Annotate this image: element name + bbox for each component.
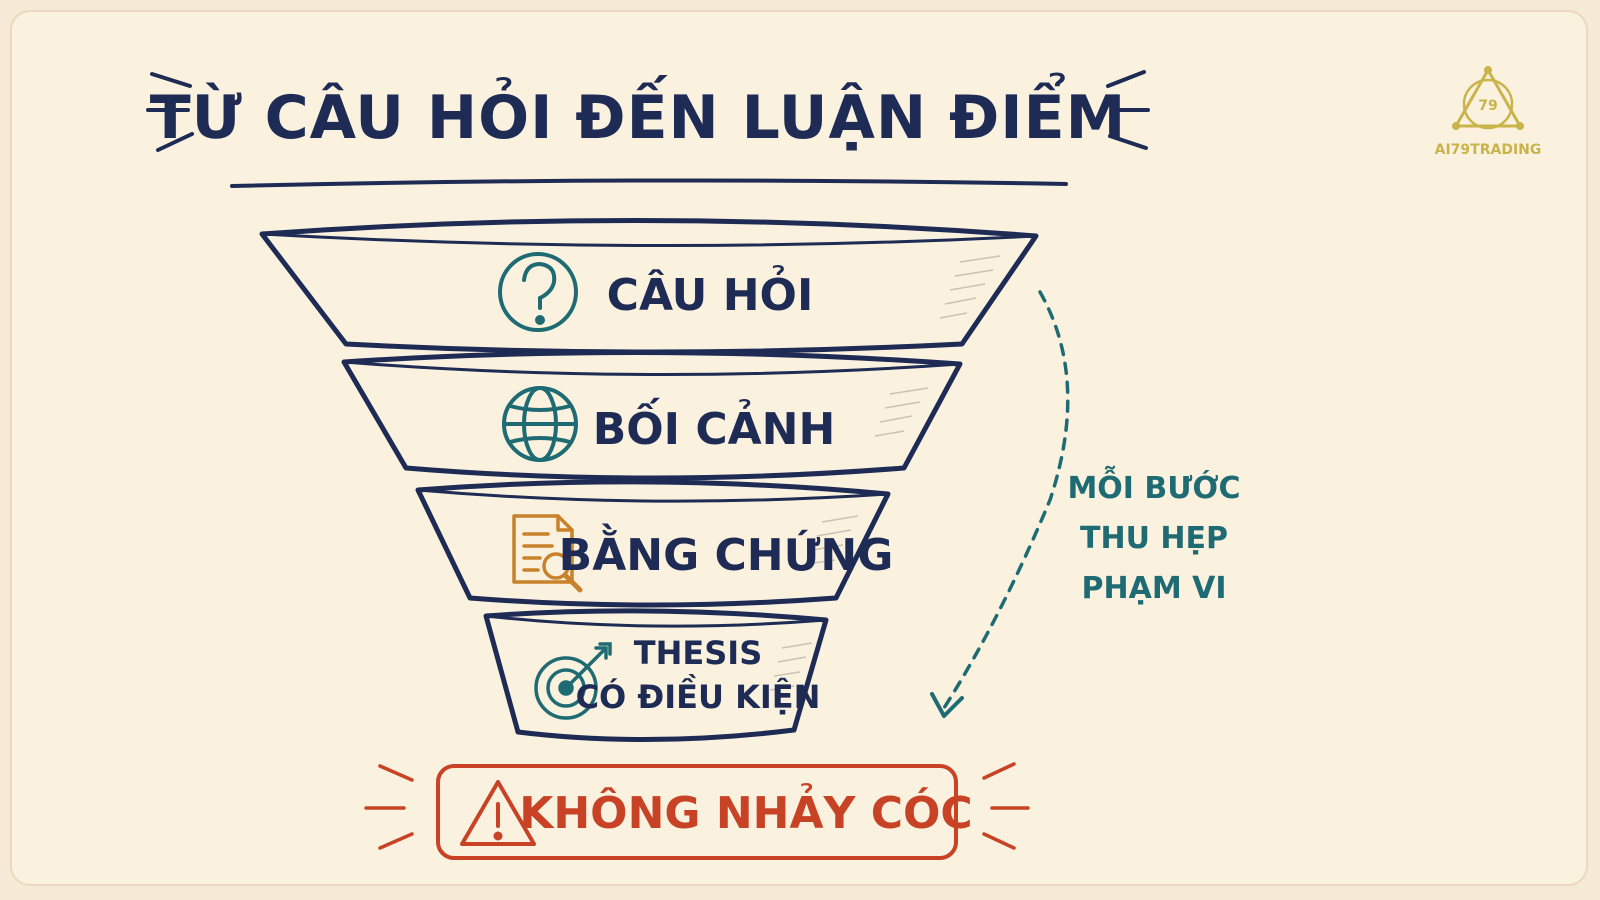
brand-logo: 79 AI79TRADING [1435, 66, 1542, 158]
globe-icon [502, 386, 578, 462]
document-search-icon [512, 514, 583, 593]
stage-label-context: BỐI CẢNH [593, 397, 836, 455]
side-note: MỖI BƯỚC THU HẸP PHẠM VI [1067, 465, 1240, 606]
title-underline [230, 178, 1068, 188]
note-line-2: THU HẸP [1080, 521, 1228, 556]
funnel-stage-evidence: BẰNG CHỨNG [415, 479, 894, 608]
funnel-stage-thesis: THESIS CÓ ĐIỀU KIỆN [483, 608, 829, 743]
title-decoration-right [1106, 70, 1150, 150]
stage-label-thesis-line1: THESIS [634, 634, 762, 672]
stage-label-thesis-line2: CÓ ĐIỀU KIỆN [576, 674, 821, 716]
question-icon [498, 252, 578, 332]
warning-icon [460, 780, 536, 846]
title-decoration-left [146, 72, 194, 152]
logo-text: AI79TRADING [1435, 142, 1542, 158]
funnel-stage-context: BỐI CẢNH [341, 349, 963, 481]
stage-label-evidence: BẰNG CHỨNG [559, 523, 894, 581]
note-line-3: PHẠM VI [1082, 571, 1227, 606]
target-icon [534, 642, 612, 720]
narrowing-arrow [930, 290, 1070, 718]
stage-label-question: CÂU HỎI [607, 264, 814, 321]
page-title: TỪ CÂU HỎI ĐẾN LUẬN ĐIỂM [150, 71, 1127, 153]
note-line-1: MỖI BƯỚC [1067, 465, 1240, 506]
warning-callout: KHÔNG NHẢY CÓC [364, 762, 1030, 860]
funnel-stage-question: CÂU HỎI [259, 218, 1039, 355]
logo-badge: 79 [1478, 98, 1497, 114]
warning-label: KHÔNG NHẢY CÓC [519, 782, 972, 839]
